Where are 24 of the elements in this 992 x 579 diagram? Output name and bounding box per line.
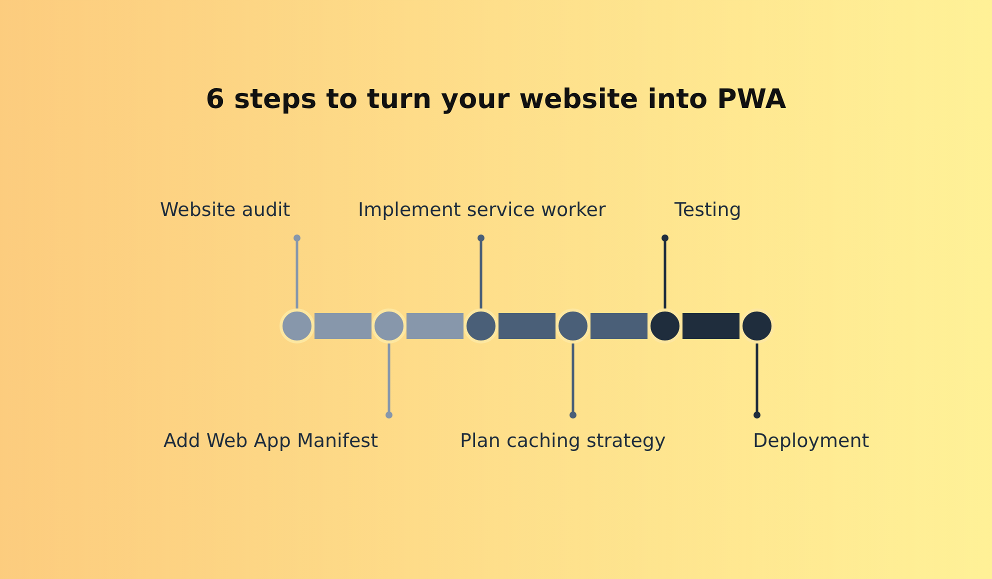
step-label: Deployment (753, 429, 870, 453)
leader-line (754, 344, 760, 418)
timeline-bar (314, 313, 372, 339)
title: 6 steps to turn your website into PWA (204, 84, 788, 115)
leader-line (386, 344, 392, 418)
step-label: Add Web App Manifest (164, 429, 378, 453)
leader-line (294, 234, 300, 308)
milestone-circle (740, 308, 774, 344)
timeline-bar (682, 313, 740, 339)
timeline-bar (590, 313, 648, 339)
leader-line (570, 344, 576, 418)
milestone-circle (464, 308, 498, 344)
milestone-circle (280, 308, 314, 344)
step-label: Plan caching strategy (460, 429, 666, 453)
milestone-circle (556, 308, 590, 344)
step-label: Testing (674, 198, 742, 222)
leader-line (478, 234, 484, 308)
step-label: Implement service worker (358, 198, 606, 222)
timeline-bar (498, 313, 556, 339)
step-label: Website audit (160, 198, 290, 222)
milestone-circle (648, 308, 682, 344)
timeline-bar (406, 313, 464, 339)
leader-line (662, 234, 668, 308)
milestone-circle (372, 308, 406, 344)
